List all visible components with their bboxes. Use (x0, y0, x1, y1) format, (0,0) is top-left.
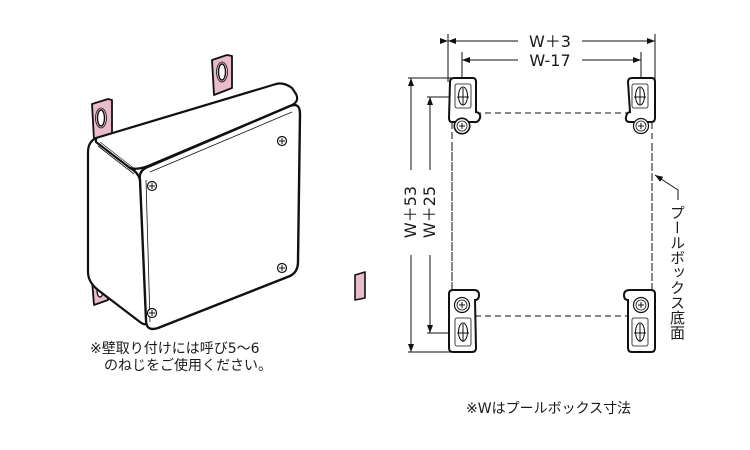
pull-box-bottom-outline (451, 112, 653, 317)
callout-pull-box-bottom: プールボックス底面 (668, 205, 686, 340)
mounting-bracket-top-left (91, 98, 113, 141)
mounting-bracket-bottom-right (354, 271, 366, 301)
mounting-note-line2: のねじをご使用ください。 (104, 358, 272, 374)
box-side-face (86, 136, 150, 326)
dimension-width-outer: W＋3 (529, 32, 571, 51)
screw-icon (453, 117, 471, 135)
box-front-face (138, 103, 302, 331)
screw-icon (453, 296, 471, 314)
screw-icon (146, 180, 158, 192)
slot-centerlines (457, 88, 646, 342)
screw-icon (632, 117, 650, 135)
footnote-w-definition: ※Wはプールボックス寸法 (466, 401, 632, 417)
mounting-note-line1: ※壁取り付けには呼び5～6 (90, 341, 260, 357)
dimension-height-inner: W＋25 (420, 186, 439, 238)
mounting-bracket-top-right (211, 54, 233, 96)
screw-icon (276, 262, 288, 274)
dimension-width-inner: W-17 (529, 51, 570, 70)
dimension-height-outer: W＋53 (401, 186, 420, 238)
screw-icon (632, 296, 650, 314)
pull-box-illustration (86, 54, 366, 331)
box-top-face (94, 82, 299, 170)
screw-icon (276, 135, 288, 147)
screw-icon (146, 307, 158, 319)
